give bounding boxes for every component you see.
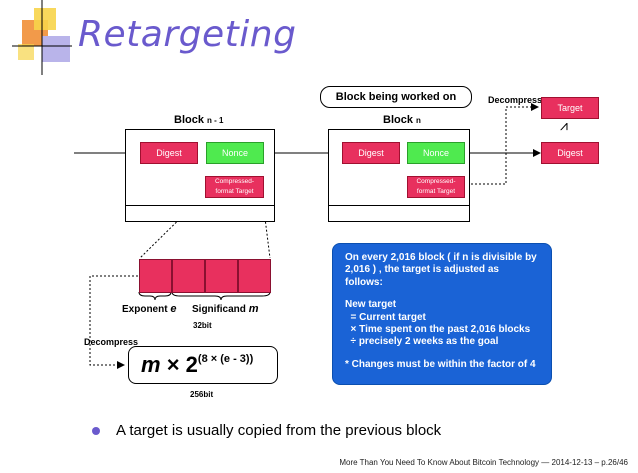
note-line-7: ÷ precisely 2 weeks as the goal [345,336,499,348]
zoom-line-right [261,193,271,259]
being-worked-on-label: Block being worked on [320,86,472,108]
note-line-1: On every 2,016 block ( if n is divisible… [345,252,537,263]
block-cur: Digest Nonce Compressed- format Target [328,129,470,222]
dotted-decompress-top [463,103,539,185]
block-prev: Digest Nonce Compressed- format Target [125,129,275,222]
decompress-left-label: Decompress [84,337,139,347]
digest-prev: Digest [140,142,198,164]
formula-box: m × 2(8 × (e - 3)) [128,346,278,384]
block-prev-divider [126,205,274,206]
bits256-label: 256bit [190,390,214,399]
exponent-cell [139,259,172,293]
block-prev-label: Block n - 1 [174,114,224,126]
compressed-target-prev: Compressed- format Target [205,176,264,198]
significand-label: Significand m [192,303,259,315]
significand-cell-2 [205,259,238,293]
note-line-3 [345,289,539,299]
slide-title: Retargeting [78,14,297,55]
formula-text: m × 2(8 × (e - 3)) [141,352,254,377]
note-line-6: × Time spent on the past 2,016 blocks [345,324,531,336]
dotted-decompress-left [89,275,150,369]
compressed-target-cur: Compressed- format Target [407,176,465,198]
block-cur-divider [329,205,469,206]
significand-bracket [171,291,271,301]
retarget-note: On every 2,016 block ( if n is divisible… [332,243,552,385]
slide-logo [8,0,78,75]
significand-cell-3 [238,259,271,293]
nonce-cur: Nonce [407,142,465,164]
note-line-8 [345,349,539,359]
bullet-text: A target is usually copied from the prev… [116,422,442,439]
exponent-label: Exponent e [122,303,177,315]
exponent-bracket [138,291,172,301]
note-line-9: * Changes must be within the factor of 4 [345,358,536,370]
logo-squares-icon [12,0,72,75]
note-line-4: New target [345,299,397,311]
nonce-prev: Nonce [206,142,264,164]
target-box: Target [541,97,599,119]
note-line-2: 2,016 ) , the target is adjusted as foll… [345,264,499,288]
zoom-line-left [139,193,206,259]
digest-cur: Digest [342,142,400,164]
bits32-label: 32bit [193,321,212,330]
digest-right: Digest [541,142,599,164]
bullet-dot-icon [92,427,100,435]
note-line-5: = Current target [345,311,426,323]
slide-footer: More Than You Need To Know About Bitcoin… [339,458,628,467]
ge-symbol: ⩘ [560,118,568,134]
block-cur-label: Block n [383,114,421,126]
significand-cell-1 [172,259,205,293]
decompress-top-label: Decompress [488,95,543,105]
